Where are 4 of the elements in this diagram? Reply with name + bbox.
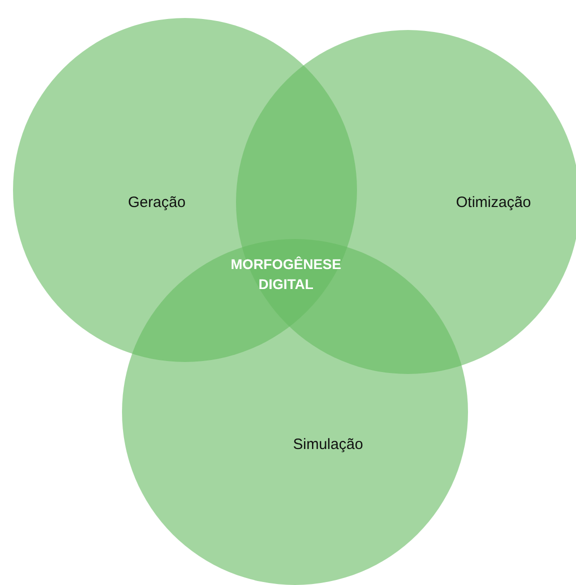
venn-center-label: MORFOGÊNESE DIGITAL: [230, 255, 342, 294]
circle-label: Geração: [128, 194, 186, 211]
circle-label: Otimização: [456, 194, 532, 211]
circle-label: Simulação: [293, 436, 364, 453]
